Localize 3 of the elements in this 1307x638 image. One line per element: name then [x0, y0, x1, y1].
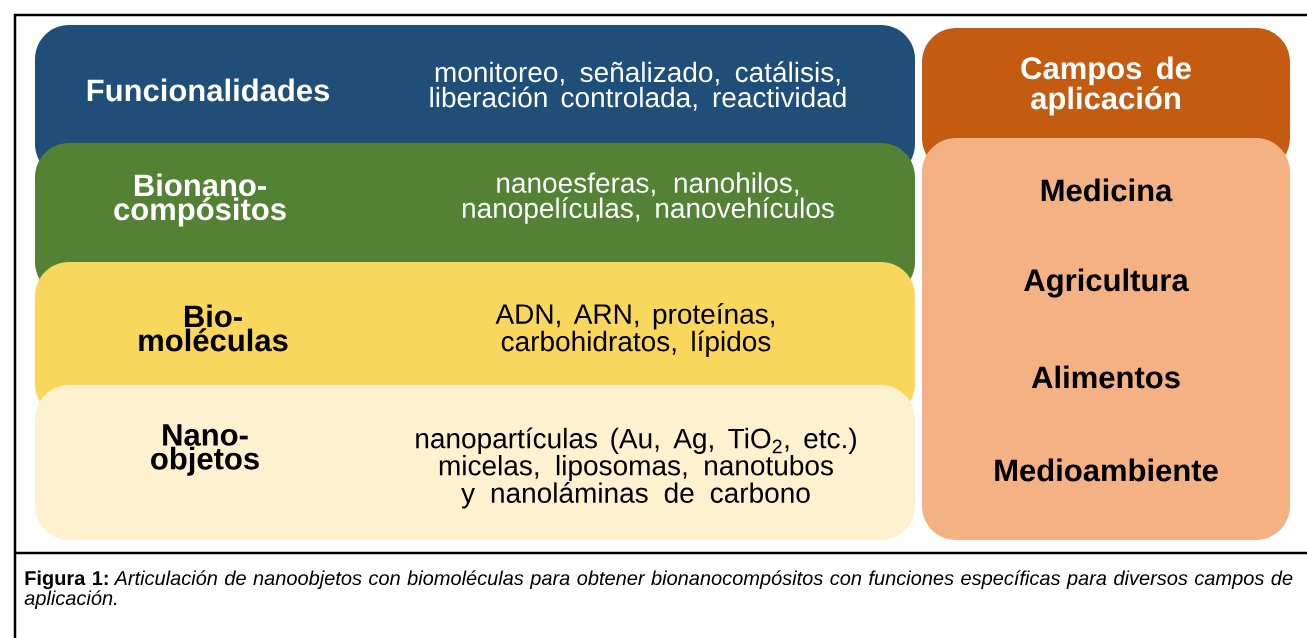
layer-band: Medicina Agricultura Alimentos Medioambiente	[922, 138, 1290, 540]
caption: Figura 1: Articulación de nanoobjetos con biomoléculas para obtener bionanocompósitos con funciones específicas para diversos campos de aplicación.	[24, 570, 1293, 610]
layer-band: Nano- objetos nanopartículas (Au, Ag, TiO$_{2}$, etc.) micelas, liposomas, nanotubos y nanoláminas de carbono	[35, 385, 915, 540]
